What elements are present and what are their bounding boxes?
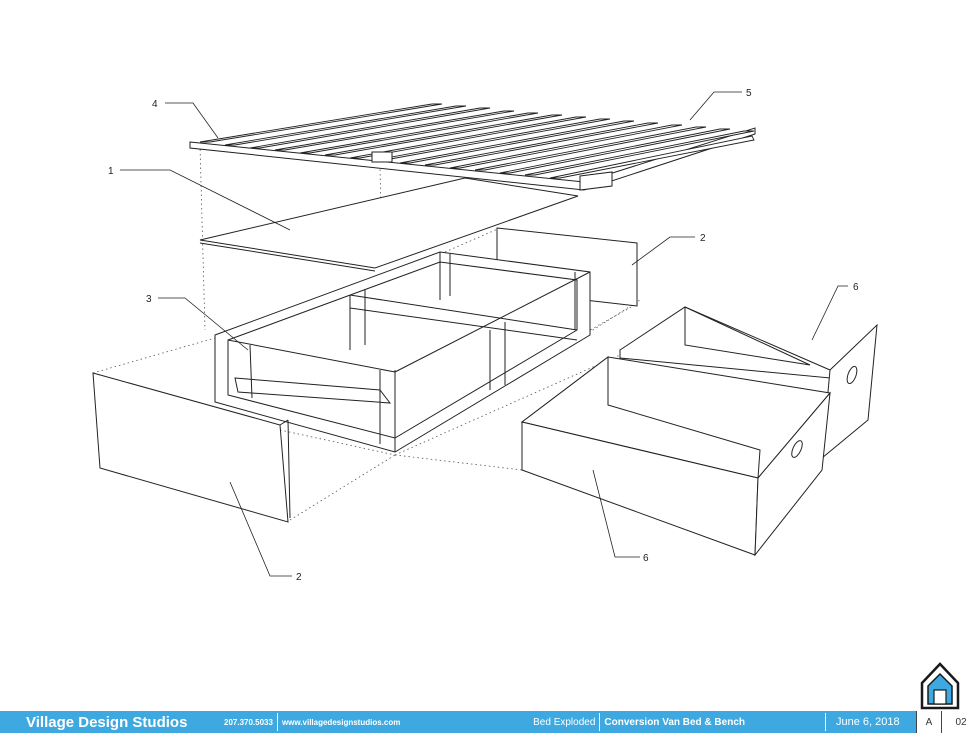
front-panel <box>92 372 289 523</box>
callout-3: 3 <box>146 294 152 305</box>
title-block: Village Design Studios 207.370.5033 www.… <box>0 711 916 733</box>
website-link[interactable]: www.villagedesignstudios.com <box>281 717 401 727</box>
plywood-sheet <box>199 177 579 269</box>
slats <box>199 103 755 179</box>
bed-frame <box>214 251 591 453</box>
leader-lines <box>120 91 848 577</box>
drawing-date: June 6, 2018 <box>836 716 900 728</box>
callout-1: 1 <box>108 166 114 177</box>
callout-4: 4 <box>152 99 158 110</box>
revision-letter: A <box>916 711 941 733</box>
phone-number: 207.370.5033 <box>224 717 273 727</box>
callout-2-front: 2 <box>296 572 302 583</box>
callout-2-back: 2 <box>700 233 706 244</box>
project-title: Conversion Van Bed & Bench <box>604 716 745 728</box>
slat-platform <box>189 103 756 191</box>
drawer-back <box>619 306 878 460</box>
sheet-description: Bed Exploded <box>533 716 596 728</box>
house-logo-icon <box>920 662 960 710</box>
drawer-front <box>520 355 831 557</box>
sheet-number: 02 <box>941 711 980 733</box>
exploded-bed-drawing: 4 5 1 2 3 6 2 6 <box>92 88 878 583</box>
callout-6-back: 6 <box>853 282 859 293</box>
sheet-info: A 02 <box>916 711 980 733</box>
callout-6-front: 6 <box>643 553 649 564</box>
studio-name: Village Design Studios <box>26 713 188 731</box>
callout-5: 5 <box>746 88 752 99</box>
